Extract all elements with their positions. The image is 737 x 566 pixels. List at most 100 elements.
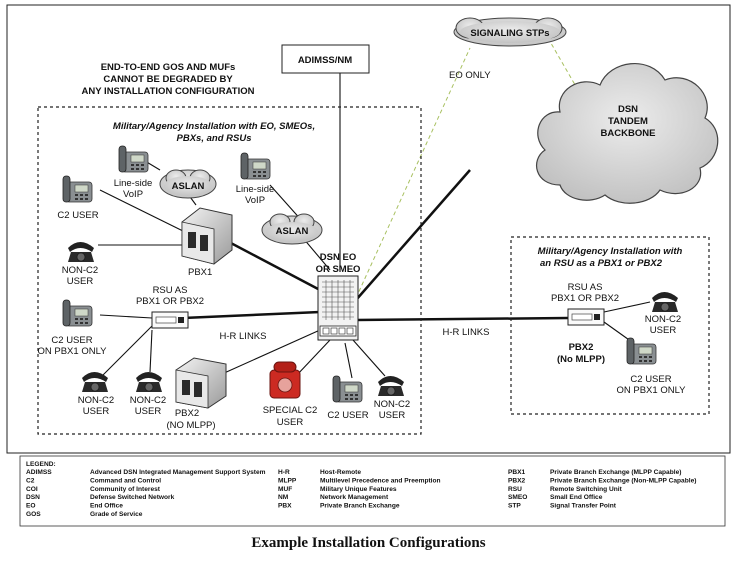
c2-user-pbx1-left-1: C2 USER [51, 335, 92, 346]
c2-user-pbx1-right-phone-icon [626, 337, 657, 365]
rsu-right-label-2: PBX1 OR PBX2 [551, 293, 619, 304]
pbx2-right-label-1: PBX2 [569, 342, 594, 353]
rsu-left-icon [151, 311, 189, 329]
non-c2-user-1: NON-C2 [62, 265, 98, 276]
pbx2-right-label-2: (No MLPP) [557, 354, 605, 365]
hr-links-right: H-R LINKS [443, 327, 490, 338]
non-c2-user-phone-icon [67, 241, 95, 263]
aslan-cloud-left [159, 169, 217, 199]
legend-abbr: PBX1 [508, 469, 526, 476]
non-c2-user-bm-2: USER [135, 406, 162, 417]
signaling-stp-label: SIGNALING STPs [470, 28, 549, 39]
aslan-left-label: ASLAN [172, 181, 205, 192]
special-c2-label-2: USER [277, 417, 304, 428]
legend-definition: Command and Control [90, 477, 161, 484]
left-installation-box [37, 106, 422, 435]
legend-definition: Network Management [320, 494, 389, 501]
figure-caption: Example Installation Configurations [251, 535, 486, 551]
dsn-eo-label-2: OR SMEO [316, 264, 361, 275]
legend-abbr: C2 [26, 477, 35, 484]
non-c2-user-br-2: USER [379, 410, 406, 421]
legend-definition: Private Branch Exchange (MLPP Capable) [550, 469, 681, 476]
rsu-right-label-1: RSU AS [568, 282, 603, 293]
c2-user-bottom-label: C2 USER [327, 410, 368, 421]
special-c2-phone-icon [269, 361, 301, 399]
voip-phone-right-icon [240, 152, 271, 180]
legend-abbr: H-R [278, 469, 290, 476]
legend-definition: Remote Switching Unit [550, 486, 623, 493]
non-c2-user-bm-phone-icon [135, 371, 163, 393]
rsu-right-icon [567, 308, 605, 326]
eo-only-label: EO ONLY [449, 70, 491, 81]
legend-definition: Private Branch Exchange (Non-MLPP Capabl… [550, 477, 696, 484]
dsn-tandem-line1: DSN [618, 104, 638, 115]
adimss-box [281, 44, 370, 74]
legend-definition: End Office [90, 503, 123, 510]
legend-abbr: MUF [278, 486, 292, 493]
gos-note-line2: CANNOT BE DEGRADED BY [103, 74, 233, 85]
non-c2-user-bl-1: NON-C2 [78, 395, 114, 406]
right-install-title-2: an RSU as a PBX1 or PBX2 [540, 258, 663, 269]
pbx1-label: PBX1 [188, 267, 212, 278]
non-c2-user-bl-phone-icon [81, 371, 109, 393]
non-c2-user-2: USER [67, 276, 94, 287]
pbx2-left-label-2: (NO MLPP) [166, 420, 215, 431]
legend-definition: Multilevel Precedence and Preemption [320, 477, 441, 484]
c2-user-phone-icon [62, 175, 93, 203]
legend-abbr: ADIMSS [26, 469, 52, 476]
legend-definition: Advanced DSN Integrated Management Suppo… [90, 469, 266, 476]
legend-definition: Host-Remote [320, 469, 361, 476]
non-c2-user-bm-1: NON-C2 [130, 395, 166, 406]
right-install-title-1: Military/Agency Installation with [538, 246, 683, 257]
legend-definition: Military Unique Features [320, 486, 397, 493]
line-side-voip-left-2: VoIP [123, 189, 143, 200]
adimss-label: ADIMSS/NM [298, 55, 352, 66]
legend-definition: Community of Interest [90, 486, 161, 493]
legend-definition: Defense Switched Network [90, 494, 175, 501]
voip-phone-left-icon [118, 145, 149, 173]
outer-frame [6, 4, 731, 454]
non-c2-user-bl-2: USER [83, 406, 110, 417]
legend-abbr: MLPP [278, 477, 297, 484]
legend-abbr: PBX [278, 503, 292, 510]
gos-note-line1: END-TO-END GOS AND MUFs [101, 62, 236, 73]
c2-user-label: C2 USER [57, 210, 98, 221]
aslan-cloud-right [261, 213, 323, 245]
line-side-voip-right-2: VoIP [245, 195, 265, 206]
legend-definition: Signal Transfer Point [550, 503, 617, 510]
right-installation-box [510, 236, 710, 415]
legend-abbr: EO [26, 503, 36, 510]
non-c2-user-right-phone-icon [651, 291, 679, 313]
pbx2-left-switch-icon [175, 357, 227, 409]
legend-definition: Private Branch Exchange [320, 503, 400, 510]
dsn-tandem-line3: BACKBONE [601, 128, 656, 139]
legend-abbr: SMEO [508, 494, 527, 501]
line-side-voip-right-1: Line-side [236, 184, 275, 195]
line-side-voip-left-1: Line-side [114, 178, 153, 189]
c2-user-pbx1-phone-icon [62, 299, 93, 327]
left-install-title-2: PBXs, and RSUs [177, 133, 252, 144]
dsn-eo-label-1: DSN EO [320, 252, 356, 263]
legend-box [19, 455, 726, 527]
legend-definition: Grade of Service [90, 511, 143, 518]
legend-column-3: PBX1 Private Branch Exchange (MLPP Capabl… [508, 469, 696, 510]
c2-user-pbx1-left-2: ON PBX1 ONLY [38, 346, 108, 357]
legend-column-1: ADIMSS Advanced DSN Integrated Management… [26, 469, 266, 518]
legend-abbr: GOS [26, 511, 41, 518]
dsn-backbone-cloud [536, 63, 719, 204]
c2-user-pbx1-right-2: ON PBX1 ONLY [617, 385, 687, 396]
rsu-left-label-1: RSU AS [153, 285, 188, 296]
legend-abbr: PBX2 [508, 477, 526, 484]
rsu-left-label-2: PBX1 OR PBX2 [136, 296, 204, 307]
legend-abbr: COI [26, 486, 38, 493]
legend-definition: Small End Office [550, 494, 603, 501]
dsn-eo-switch-icon [317, 275, 359, 341]
legend-abbr: RSU [508, 486, 522, 493]
dsn-tandem-line2: TANDEM [608, 116, 648, 127]
hr-links-left: H-R LINKS [220, 331, 267, 342]
signaling-stp-cloud [453, 17, 567, 47]
non-c2-user-right-2: USER [650, 325, 677, 336]
left-install-title-1: Military/Agency Installation with EO, SM… [113, 121, 315, 132]
